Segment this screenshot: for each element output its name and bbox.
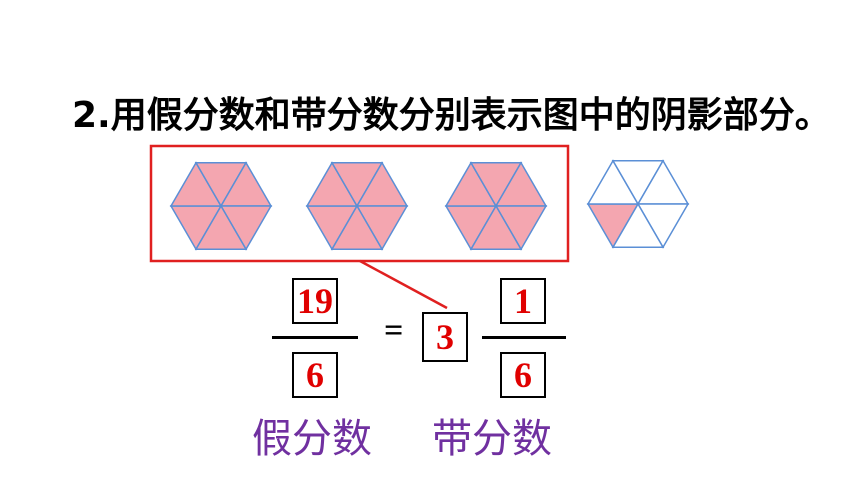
hexagon-1 xyxy=(169,161,273,251)
empty-triangle xyxy=(611,202,665,249)
mixed-denominator: 6 xyxy=(514,355,532,395)
mixed-fraction-bar xyxy=(482,336,566,339)
connector-line xyxy=(359,259,448,310)
improper-numerator: 19 xyxy=(297,281,333,321)
mixed-label: 带分数 xyxy=(432,416,552,462)
equals-sign: = xyxy=(384,312,404,349)
shaded-triangle xyxy=(194,204,248,251)
improper-denominator: 6 xyxy=(306,355,324,395)
question-text: 2.用假分数和带分数分别表示图中的阴影部分。 xyxy=(72,95,831,136)
improper-numerator-box: 19 xyxy=(292,278,338,324)
improper-fraction-bar xyxy=(272,336,358,339)
hexagon-2 xyxy=(305,161,409,251)
highlight-rect xyxy=(149,144,570,263)
mixed-numerator: 1 xyxy=(514,281,532,321)
shaded-triangle xyxy=(330,204,384,251)
mixed-whole: 3 xyxy=(436,317,454,357)
mixed-numerator-box: 1 xyxy=(500,278,546,324)
hexagon-3 xyxy=(444,161,548,251)
mixed-whole-box: 3 xyxy=(422,312,468,362)
mixed-denominator-box: 6 xyxy=(500,352,546,398)
improper-denominator-box: 6 xyxy=(292,352,338,398)
shaded-triangle xyxy=(469,204,523,251)
hexagon-4 xyxy=(586,159,690,249)
improper-label: 假分数 xyxy=(252,416,372,462)
